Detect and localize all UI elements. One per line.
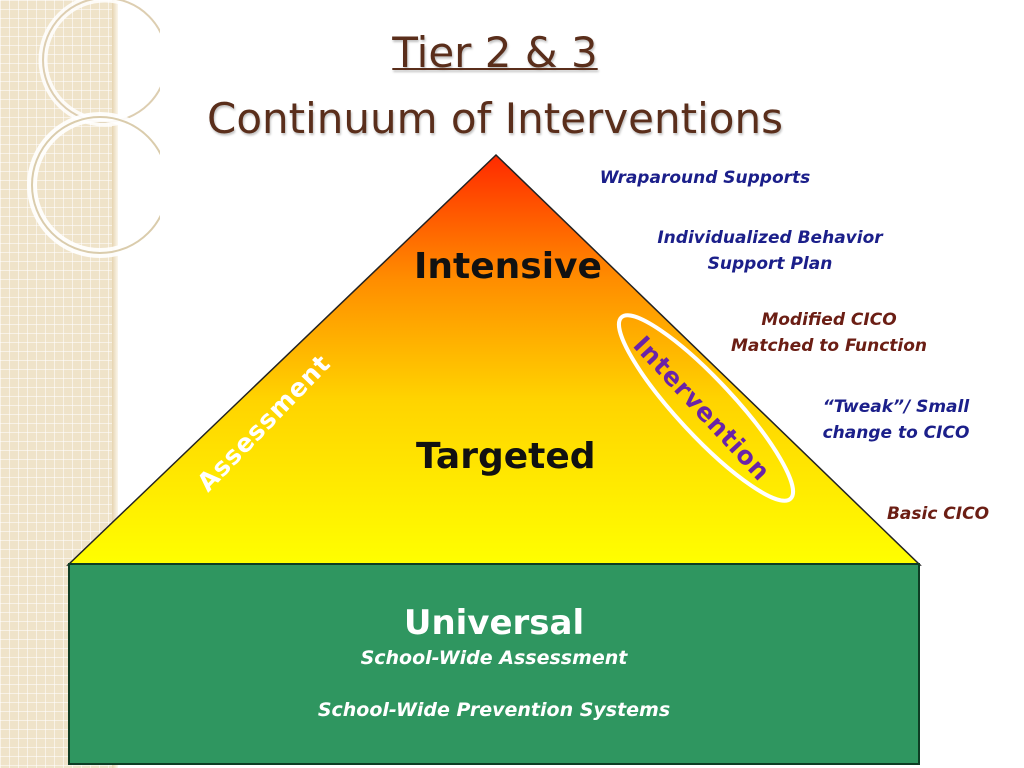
decorative-rings [27, 0, 160, 258]
intervention-individualized-line-2: Support Plan [707, 254, 833, 274]
intervention-tweak-line-1: “Tweak”/ Small [822, 397, 970, 417]
intervention-tweak-cico: “Tweak”/ Small change to CICO [796, 397, 996, 443]
intervention-ellipse [616, 313, 796, 503]
decorative-strip-edge [112, 0, 118, 768]
intervention-modified-line-2: Matched to Function [730, 336, 928, 356]
universal-base: Universal School-Wide Assessment School-… [68, 563, 920, 765]
pyramid-triangle [66, 153, 922, 566]
tier-targeted-label: Targeted [416, 436, 596, 477]
intervention-wraparound: Wraparound Supports [575, 168, 835, 188]
intervention-individualized-line-1: Individualized Behavior [657, 228, 883, 248]
intervention-wraparound-text: Wraparound Supports [599, 168, 811, 188]
universal-title: Universal [403, 603, 585, 643]
tier-intensive-label: Intensive [414, 246, 602, 287]
title-line-2: Continuum of Interventions [207, 94, 783, 143]
intervention-tweak-line-2: change to CICO [822, 423, 970, 443]
intervention-individualized-plan: Individualized Behavior Support Plan [630, 228, 910, 274]
intervention-modified-cico: Modified CICO Matched to Function [700, 310, 958, 356]
intervention-basic-cico: Basic CICO [868, 504, 1008, 524]
universal-line-1: School-Wide Assessment [360, 647, 628, 669]
intervention-modified-line-1: Modified CICO [761, 310, 897, 330]
universal-line-2: School-Wide Prevention Systems [317, 699, 671, 721]
title-line-1: Tier 2 & 3 [392, 28, 598, 77]
intervention-basic-text: Basic CICO [886, 504, 990, 524]
